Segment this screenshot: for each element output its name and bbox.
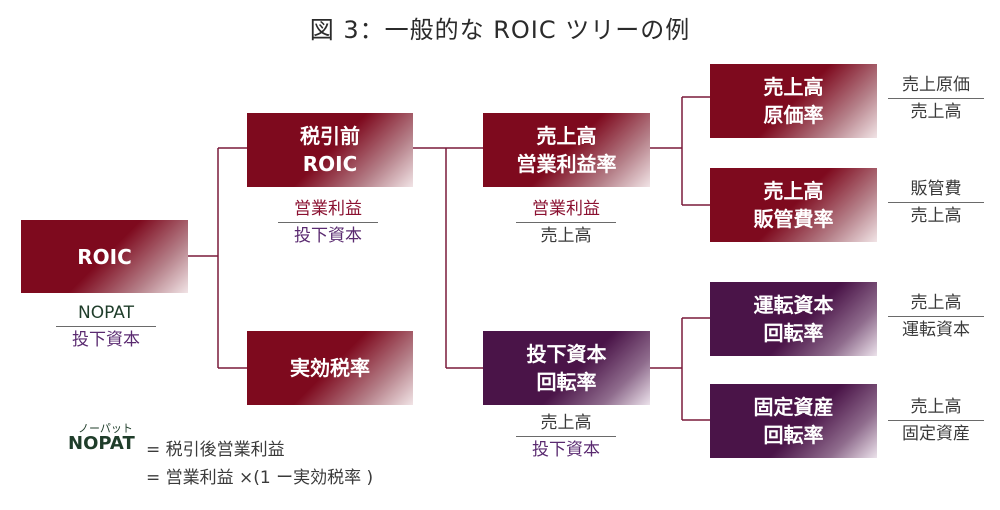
formula-sga-ratio-denominator: 売上高 xyxy=(910,206,962,226)
node-fixed-asset-turnover: 固定資産 回転率 xyxy=(710,384,877,458)
node-sga-ratio: 売上高 販管費率 xyxy=(710,168,877,242)
formula-capital-turnover-denominator: 投下資本 xyxy=(532,440,600,460)
node-capital-turnover-line2: 回転率 xyxy=(536,370,597,394)
fraction-bar xyxy=(888,98,984,99)
formula-cost-ratio-numerator: 売上原価 xyxy=(902,75,970,95)
node-cost-ratio-line2: 原価率 xyxy=(763,103,824,127)
fraction-bar xyxy=(56,326,156,327)
formula-cost-ratio: 売上原価 売上高 xyxy=(888,72,984,125)
formula-working-capital-turnover-numerator: 売上高 xyxy=(910,293,962,313)
formula-pretax-roic-denominator: 投下資本 xyxy=(294,226,362,246)
fraction-bar xyxy=(888,316,984,317)
node-roic-label: ROIC xyxy=(77,244,132,269)
formula-roic: NOPAT 投下資本 xyxy=(56,300,156,353)
fraction-bar xyxy=(888,420,984,421)
formula-capital-turnover: 売上高 投下資本 xyxy=(516,410,616,463)
node-fixed-asset-turnover-line2: 回転率 xyxy=(763,423,824,447)
node-cost-ratio-line1: 売上高 xyxy=(763,75,824,99)
formula-operating-margin-denominator: 売上高 xyxy=(540,226,592,246)
formula-operating-margin: 営業利益 売上高 xyxy=(516,196,616,249)
nopat-definition-line1: = 税引後営業利益 xyxy=(146,440,285,460)
node-capital-turnover: 投下資本 回転率 xyxy=(483,331,650,405)
node-working-capital-turnover-line2: 回転率 xyxy=(763,321,824,345)
formula-roic-numerator: NOPAT xyxy=(78,303,134,323)
formula-fixed-asset-turnover: 売上高 固定資産 xyxy=(888,394,984,447)
node-roic: ROIC xyxy=(21,220,188,293)
node-working-capital-turnover: 運転資本 回転率 xyxy=(710,282,877,356)
formula-roic-denominator: 投下資本 xyxy=(72,330,140,350)
node-working-capital-turnover-line1: 運転資本 xyxy=(753,293,834,317)
node-tax-rate: 実効税率 xyxy=(247,331,413,405)
formula-sga-ratio-numerator: 販管費 xyxy=(910,179,962,199)
formula-capital-turnover-numerator: 売上高 xyxy=(540,413,592,433)
formula-pretax-roic-numerator: 営業利益 xyxy=(294,199,362,219)
diagram-title: 図 3：一般的な ROIC ツリーの例 xyxy=(309,16,691,44)
nopat-definition-line2: = 営業利益 ×(1 ー実効税率 ) xyxy=(146,468,374,488)
fraction-bar xyxy=(516,436,616,437)
formula-fixed-asset-turnover-numerator: 売上高 xyxy=(910,397,962,417)
formula-operating-margin-numerator: 営業利益 xyxy=(532,199,600,219)
formula-pretax-roic: 営業利益 投下資本 xyxy=(278,196,378,249)
formula-fixed-asset-turnover-denominator: 固定資産 xyxy=(902,424,970,444)
node-capital-turnover-line1: 投下資本 xyxy=(526,342,607,366)
node-operating-margin-line2: 営業利益率 xyxy=(516,152,617,176)
formula-sga-ratio: 販管費 売上高 xyxy=(888,176,984,229)
formula-working-capital-turnover-denominator: 運転資本 xyxy=(902,320,970,340)
fraction-bar xyxy=(516,222,616,223)
node-sga-ratio-line2: 販管費率 xyxy=(753,207,834,231)
node-pretax-roic-line2: ROIC xyxy=(302,152,358,176)
fraction-bar xyxy=(278,222,378,223)
node-tax-rate-label: 実効税率 xyxy=(290,356,370,380)
node-pretax-roic: 税引前 ROIC xyxy=(247,113,413,187)
node-fixed-asset-turnover-line1: 固定資産 xyxy=(753,395,834,419)
fraction-bar xyxy=(888,202,984,203)
node-operating-margin-line1: 売上高 xyxy=(536,124,597,148)
node-cost-ratio: 売上高 原価率 xyxy=(710,64,877,138)
node-pretax-roic-line1: 税引前 xyxy=(300,124,360,148)
nopat-term: NOPAT xyxy=(68,433,135,454)
nopat-ruby: ノーパット xyxy=(78,422,133,435)
formula-cost-ratio-denominator: 売上高 xyxy=(910,102,962,122)
formula-working-capital-turnover: 売上高 運転資本 xyxy=(888,290,984,343)
node-operating-margin: 売上高 営業利益率 xyxy=(483,113,650,187)
node-sga-ratio-line1: 売上高 xyxy=(763,179,824,203)
